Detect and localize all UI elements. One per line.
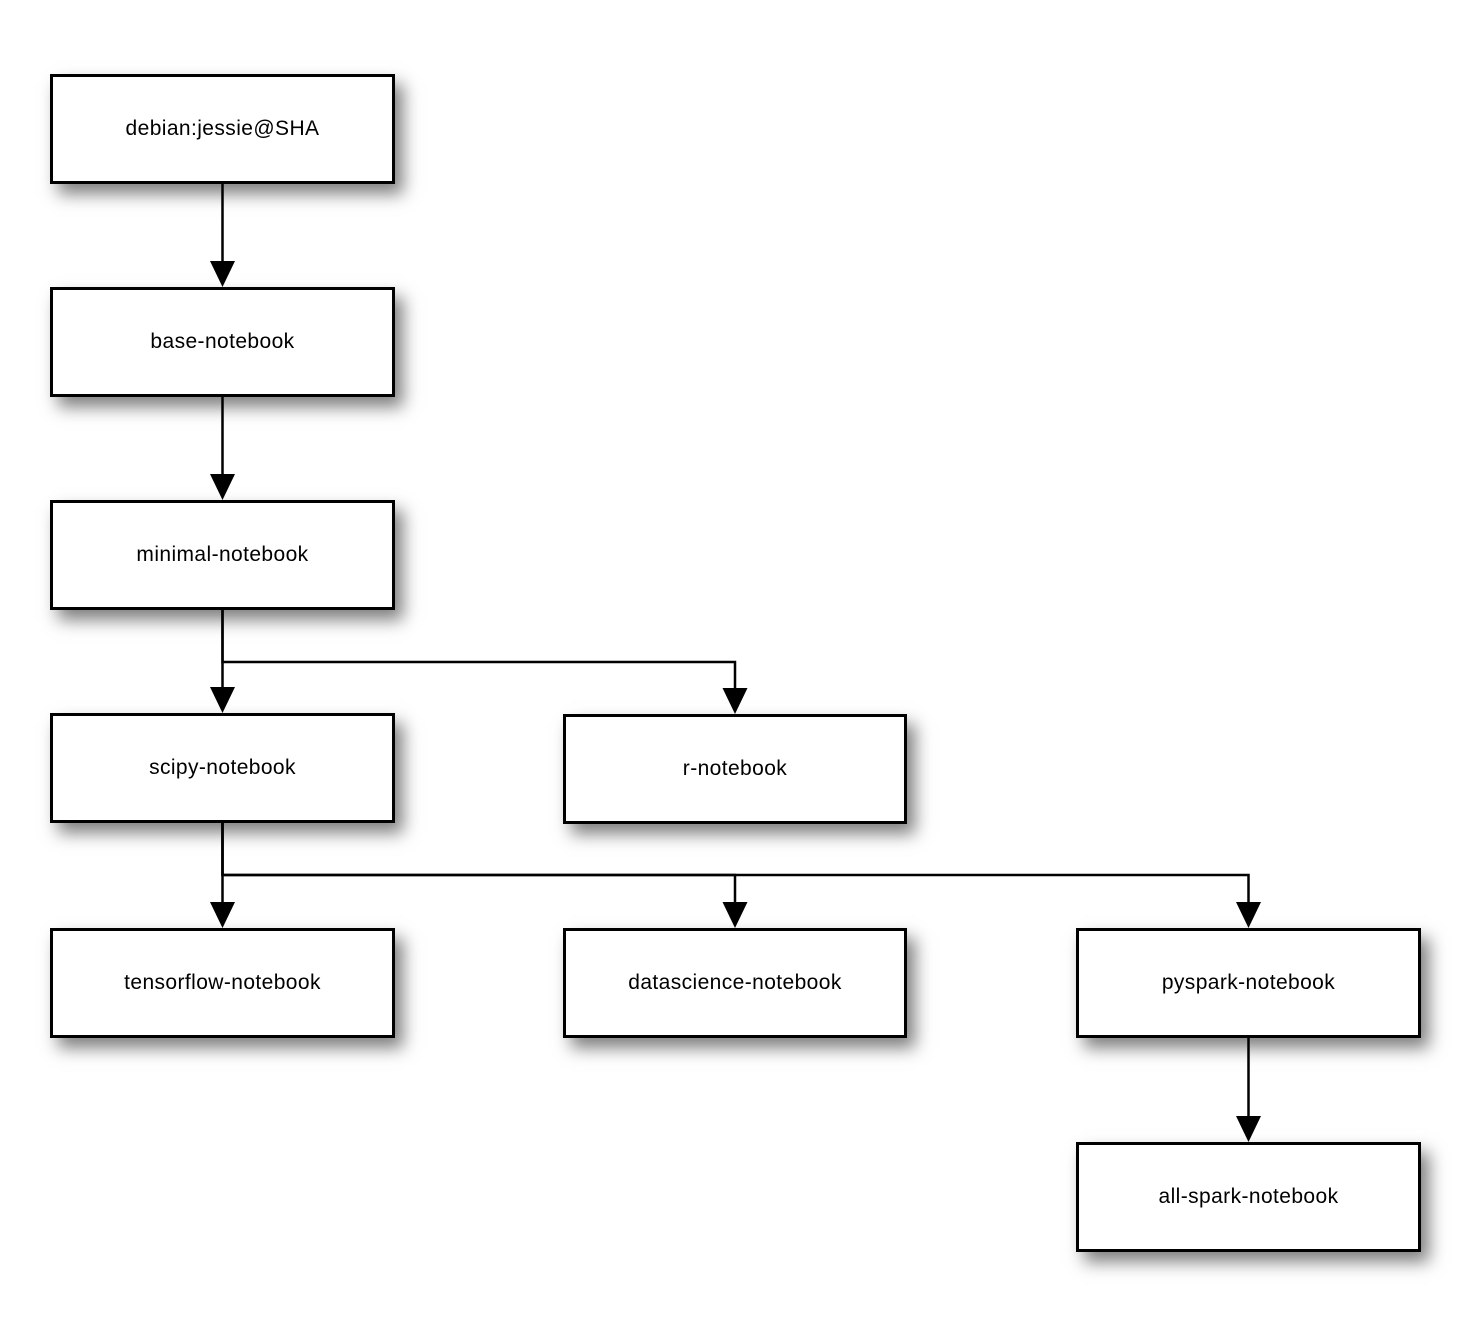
arrowhead-icon: [722, 688, 748, 714]
node-label: base-notebook: [150, 330, 295, 353]
node-debian-jessie: debian:jessie@SHA: [50, 74, 395, 184]
arrowhead-icon: [1236, 1116, 1261, 1142]
node-datascience-notebook: datascience-notebook: [563, 928, 907, 1038]
node-label: datascience-notebook: [628, 971, 842, 994]
arrowhead-icon: [210, 902, 235, 928]
edge-line: [221, 610, 737, 694]
node-label: r-notebook: [682, 757, 788, 780]
node-label: tensorflow-notebook: [124, 971, 321, 994]
arrowhead-icon: [210, 474, 235, 500]
node-label: debian:jessie@SHA: [125, 117, 320, 140]
node-base-notebook: base-notebook: [50, 287, 395, 397]
node-label: scipy-notebook: [149, 756, 296, 779]
arrowhead-icon: [1236, 902, 1261, 928]
node-label: pyspark-notebook: [1161, 971, 1336, 994]
edge-line: [221, 823, 737, 908]
arrowhead-icon: [722, 902, 748, 928]
node-all-spark-notebook: all-spark-notebook: [1076, 1142, 1421, 1252]
node-r-notebook: r-notebook: [563, 714, 907, 824]
node-tensorflow-notebook: tensorflow-notebook: [50, 928, 395, 1038]
node-label: all-spark-notebook: [1158, 1185, 1339, 1208]
node-pyspark-notebook: pyspark-notebook: [1076, 928, 1421, 1038]
node-minimal-notebook: minimal-notebook: [50, 500, 395, 610]
edge-line: [221, 823, 1250, 908]
arrowhead-icon: [210, 261, 235, 287]
node-scipy-notebook: scipy-notebook: [50, 713, 395, 823]
node-label: minimal-notebook: [136, 543, 309, 566]
arrowhead-icon: [210, 687, 235, 713]
